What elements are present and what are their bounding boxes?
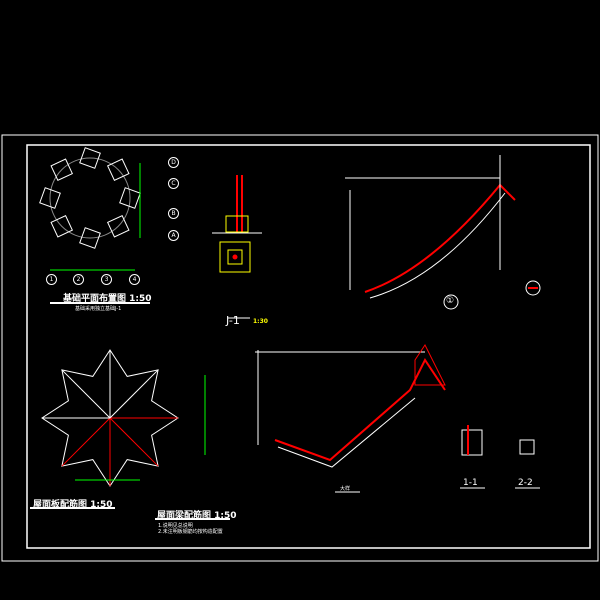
foundation-plan	[39, 147, 150, 304]
axis-row-b: B	[168, 208, 179, 219]
axis-col-2: 2	[73, 274, 84, 285]
axis-row-a: A	[168, 230, 179, 241]
radial-beam	[109, 417, 159, 467]
section-1-1-label: 1-1	[463, 478, 478, 488]
section-2-2-label: 2-2	[518, 478, 533, 488]
footing-pad	[106, 214, 130, 238]
axis-col-3: 3	[101, 274, 112, 285]
axis-row-c: C	[168, 178, 179, 189]
axis-row-d: D	[168, 157, 179, 168]
footing-pad	[106, 158, 130, 182]
roof-note-1: 1.说明见总说明	[158, 523, 193, 529]
foundation-note: 基础采用独立基础J-1	[75, 306, 122, 312]
footing-detail-j1	[212, 175, 262, 319]
axis-col-4: 4	[129, 274, 140, 285]
radial-beam	[109, 369, 159, 419]
outer-frame	[1, 134, 599, 562]
footing-pad	[39, 187, 61, 209]
roof-section-label: 大样	[340, 486, 351, 492]
foundation-plan-title: 基础平面布置图 1:50	[63, 294, 152, 304]
axis-col-1: 1	[46, 274, 57, 285]
roof-beam-title: 屋面梁配筋图 1:50	[157, 511, 237, 521]
radial-beam	[61, 417, 111, 467]
footing-pad	[79, 227, 101, 249]
detail-j1-label: J-1	[226, 314, 240, 327]
inner-frame	[26, 144, 591, 549]
footing-pad	[50, 214, 74, 238]
roof-slab-plan	[30, 349, 230, 520]
roof-beam-section	[255, 344, 540, 493]
radial-beam	[61, 369, 111, 419]
detail-mark: ①	[446, 296, 455, 306]
roof-note-2: 2.未注明板钢筋均按构造配置	[158, 529, 223, 535]
roof-elevation-curve	[345, 155, 541, 310]
footing-pad	[79, 147, 101, 169]
roof-slab-title: 屋面板配筋图 1:50	[33, 500, 113, 510]
footing-pad	[119, 187, 141, 209]
footing-pad	[50, 158, 74, 182]
detail-j1-scale: 1:30	[253, 318, 268, 325]
